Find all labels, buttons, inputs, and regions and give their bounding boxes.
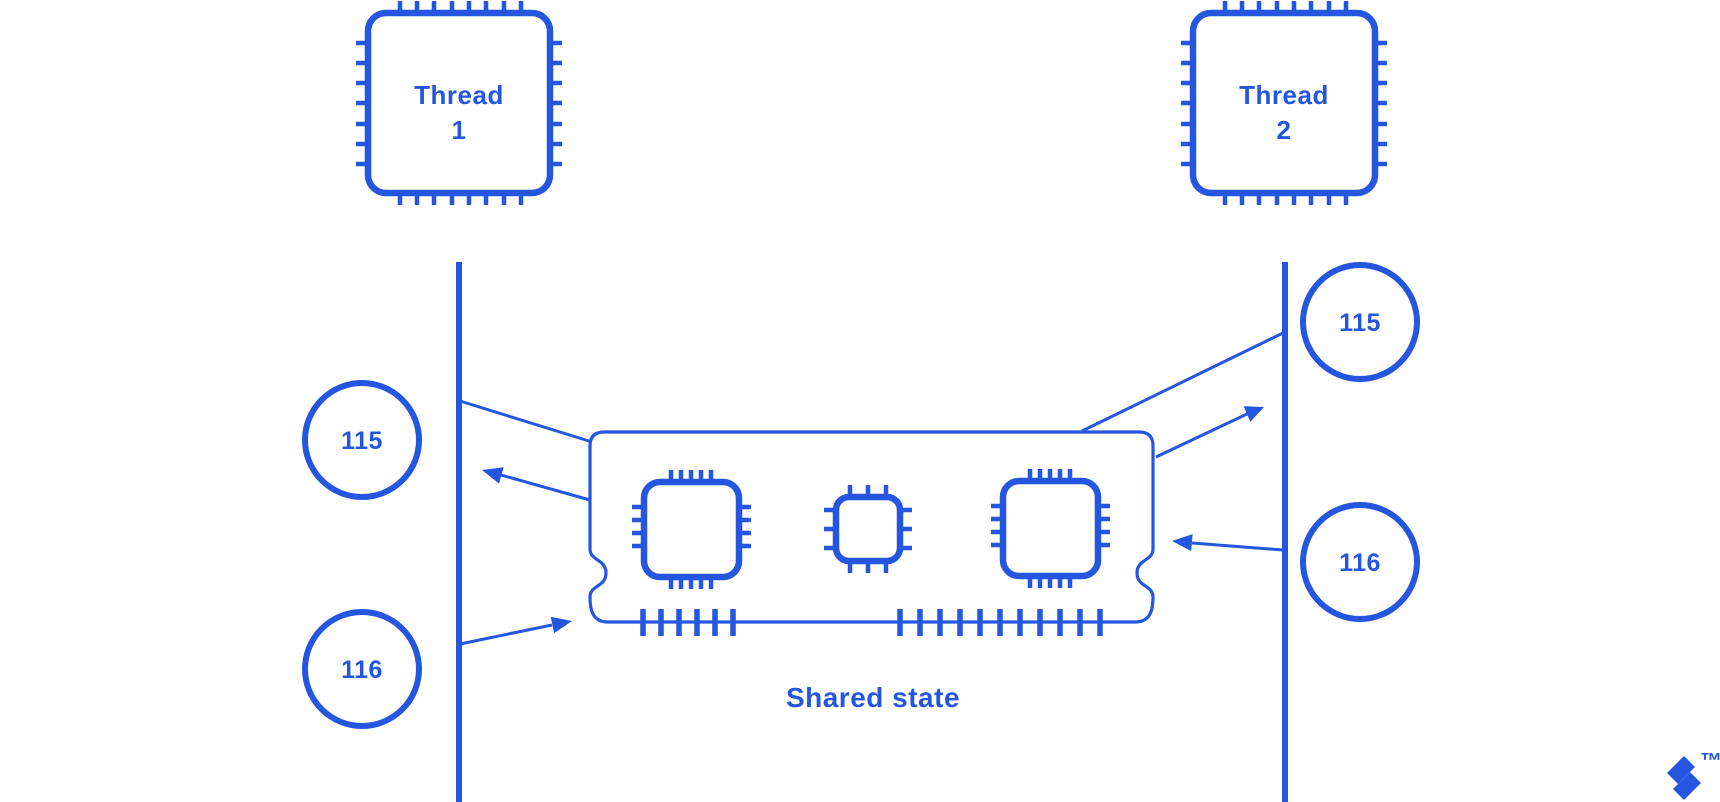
thread-1-label-line2: 1 <box>452 115 467 145</box>
thread-2-label-line2: 2 <box>1277 115 1292 145</box>
thread-2-read-return-arrow <box>1155 406 1264 459</box>
value-label: 115 <box>341 427 383 455</box>
value-label: 116 <box>341 656 383 684</box>
memory-connector-pins <box>640 609 1103 636</box>
arrowhead-right-icon <box>550 616 572 634</box>
thread-1-read-return-arrow <box>482 467 591 502</box>
thread-1-label-line1: Thread <box>414 80 504 110</box>
trademark-symbol: ™ <box>1700 748 1720 773</box>
arrowhead-up-right-icon <box>1243 406 1264 422</box>
memory-chip-small <box>824 485 912 573</box>
thread-1-read-request-line <box>459 399 590 443</box>
arrowhead-left-icon <box>482 467 504 484</box>
value-circle-right-write: 116 <box>1300 502 1420 622</box>
value-circle-left-read: 115 <box>302 380 422 500</box>
thread-2-label-line1: Thread <box>1239 80 1329 110</box>
value-label: 115 <box>1339 309 1381 337</box>
value-circle-left-write: 116 <box>302 609 422 729</box>
value-circle-right-read: 115 <box>1300 262 1420 382</box>
thread-2-read-request-line <box>1081 331 1284 433</box>
memory-chip-large-1 <box>632 470 751 589</box>
thread-2-write-arrow <box>1172 534 1284 552</box>
shared-state-memory <box>588 430 1155 636</box>
shared-state-label: Shared state <box>786 682 960 713</box>
thread-1-chip: Thread 1 <box>356 1 562 205</box>
value-label: 116 <box>1339 549 1381 577</box>
thread-1-write-arrow <box>459 616 572 646</box>
toptal-logo-icon <box>1667 756 1701 800</box>
memory-chip-large-2 <box>991 469 1110 588</box>
thread-2-chip: Thread 2 <box>1181 1 1387 205</box>
arrowhead-left-icon <box>1172 534 1193 552</box>
